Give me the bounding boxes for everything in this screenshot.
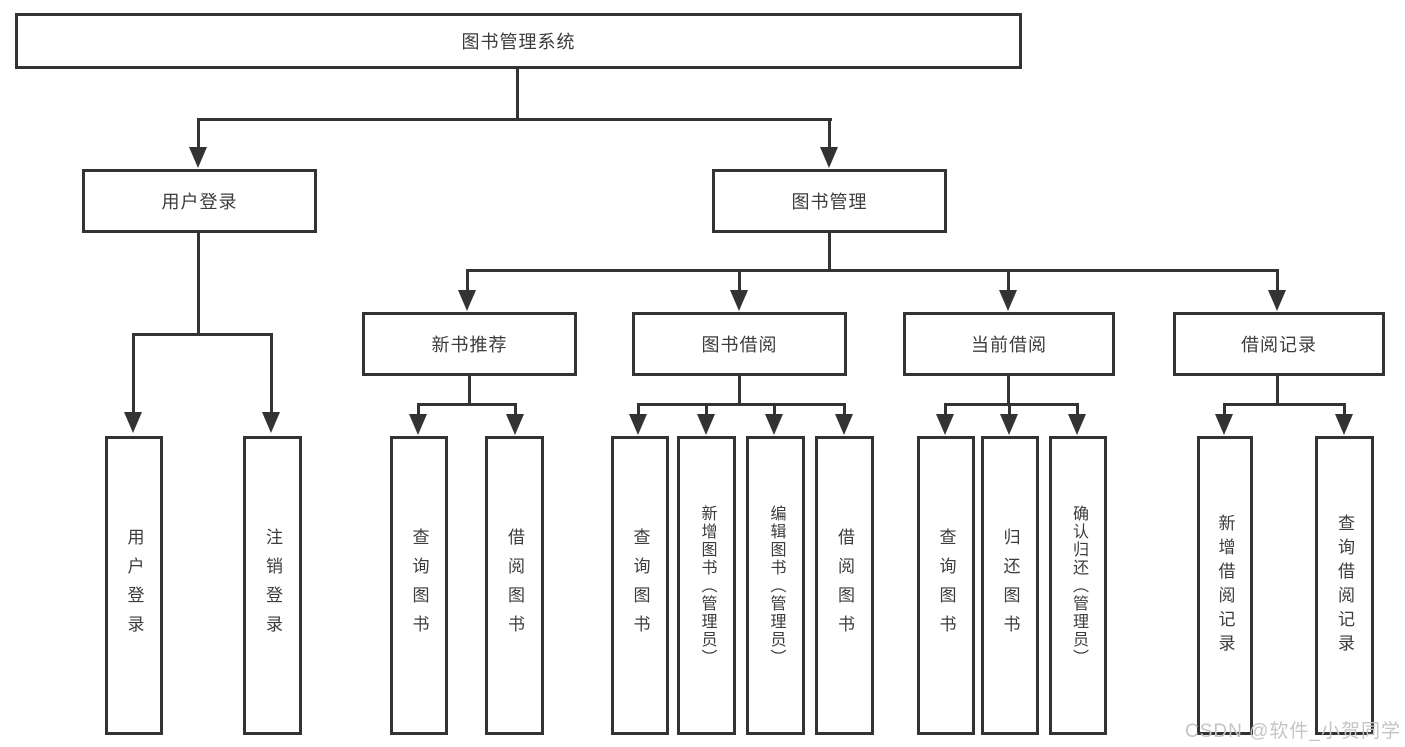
arrow-to-leaf-query-books-1 [409,414,427,435]
leaf-borrow-books: 借阅图书 [815,436,874,735]
leaf-query-borrow-record-label: 查询借阅记录 [1335,513,1354,658]
arrow-to-leaf-confirm-return [1068,414,1086,435]
connector-userlogin-stem [197,118,200,150]
connector-recommend-down [468,376,471,406]
connector-l3b-stem [738,269,741,291]
csdn-watermark: CSDN @软件_小贺同学 [1185,721,1401,742]
node-book-borrow: 图书借阅 [632,312,847,376]
leaf-borrow-books-recommend-label: 借阅图书 [505,527,524,644]
connector-leaf9-stem [944,403,947,415]
leaf-edit-books-admin-label: 编辑图书（管理员） [767,504,785,667]
arrow-to-book-management [820,147,838,168]
node-book-management-label: 图书管理 [791,192,868,212]
leaf-query-borrow-record: 查询借阅记录 [1315,436,1374,735]
connector-leaf6-stem [705,403,708,415]
node-current-borrow: 当前借阅 [903,312,1115,376]
leaf-confirm-return-admin: 确认归还（管理员） [1049,436,1107,735]
connector-l3a-stem [466,269,469,291]
leaf-return-books: 归还图书 [981,436,1039,735]
connector-userlogin-splitter [132,333,273,336]
leaf-logout: 注销登录 [243,436,302,735]
leaf-add-books-admin: 新增图书（管理员） [677,436,736,735]
arrow-to-borrow-records [1268,290,1286,311]
node-current-borrow-label: 当前借阅 [971,335,1047,355]
connector-current-splitter [944,403,1079,406]
node-root: 图书管理系统 [15,13,1022,69]
arrow-to-book-borrow [730,290,748,311]
connector-records-splitter [1223,403,1346,406]
arrow-to-leaf-edit-books [765,414,783,435]
node-root-label: 图书管理系统 [461,32,576,52]
connector-leaf10-stem [1008,403,1011,415]
arrow-to-leaf-query-books-3 [936,414,954,435]
leaf-query-books-recommend: 查询图书 [390,436,448,735]
node-new-book-recommend-label: 新书推荐 [431,335,508,355]
leaf-add-borrow-record-label: 新增借阅记录 [1215,513,1235,658]
connector-borrow-down [738,376,741,406]
arrow-to-current-borrow [999,290,1017,311]
connector-recommend-splitter [417,403,517,406]
arrow-to-leaf-borrow-books-2 [835,414,853,435]
leaf-return-books-label: 归还图书 [1000,527,1020,644]
leaf-user-login-label: 用户登录 [124,527,144,644]
connector-leaf13-stem [1343,403,1346,415]
node-borrow-records: 借阅记录 [1173,312,1385,376]
node-user-login: 用户登录 [82,169,317,233]
connector-leaf4-stem [514,403,517,415]
connector-leaf8-stem [843,403,846,415]
connector-l3d-stem [1276,269,1279,291]
connector-leaf3-stem [417,403,420,415]
leaf-query-books-borrow-label: 查询图书 [630,527,650,644]
leaf-query-books-current: 查询图书 [917,436,975,735]
arrow-to-leaf-borrow-books-1 [506,414,524,435]
leaf-query-books-recommend-label: 查询图书 [409,527,429,644]
connector-leaf5-stem [637,403,640,415]
node-book-borrow-label: 图书借阅 [701,335,778,355]
connector-level3-splitter [466,269,1279,272]
connector-userlogin-down [197,233,200,336]
leaf-add-books-admin-label: 新增图书（管理员） [698,504,716,667]
connector-leaf7-stem [773,403,776,415]
arrow-to-leaf-user-login [124,412,142,433]
connector-leaf2-stem [270,333,273,413]
leaf-borrow-books-label: 借阅图书 [835,527,854,644]
arrow-to-leaf-logout [262,412,280,433]
connector-root-splitter [197,118,832,121]
node-user-login-label: 用户登录 [161,192,238,212]
node-borrow-records-label: 借阅记录 [1241,335,1317,355]
connector-current-down [1007,376,1010,406]
connector-root-stem [516,69,519,121]
arrow-to-leaf-query-record [1335,414,1353,435]
arrow-to-leaf-add-books [697,414,715,435]
connector-leaf1-stem [132,333,135,413]
connector-leaf12-stem [1223,403,1226,415]
connector-l3c-stem [1007,269,1010,291]
connector-records-down [1276,376,1279,406]
arrow-to-leaf-query-books-2 [629,414,647,435]
leaf-query-books-borrow: 查询图书 [611,436,669,735]
arrow-to-leaf-return-books [1000,414,1018,435]
leaf-confirm-return-admin-label: 确认归还（管理员） [1070,504,1087,667]
connector-bookmgmt-stem [828,118,831,150]
arrow-to-user-login [189,147,207,168]
connector-bookmgmt-down [828,233,831,272]
connector-leaf11-stem [1076,403,1079,415]
connector-borrow-splitter [637,403,846,406]
leaf-logout-label: 注销登录 [263,527,282,644]
leaf-borrow-books-recommend: 借阅图书 [485,436,544,735]
node-new-book-recommend: 新书推荐 [362,312,577,376]
leaf-query-books-current-label: 查询图书 [936,527,956,644]
leaf-add-borrow-record: 新增借阅记录 [1197,436,1253,735]
leaf-user-login: 用户登录 [105,436,163,735]
leaf-edit-books-admin: 编辑图书（管理员） [746,436,805,735]
arrow-to-new-book-recommend [458,290,476,311]
node-book-management: 图书管理 [712,169,947,233]
arrow-to-leaf-add-record [1215,414,1233,435]
